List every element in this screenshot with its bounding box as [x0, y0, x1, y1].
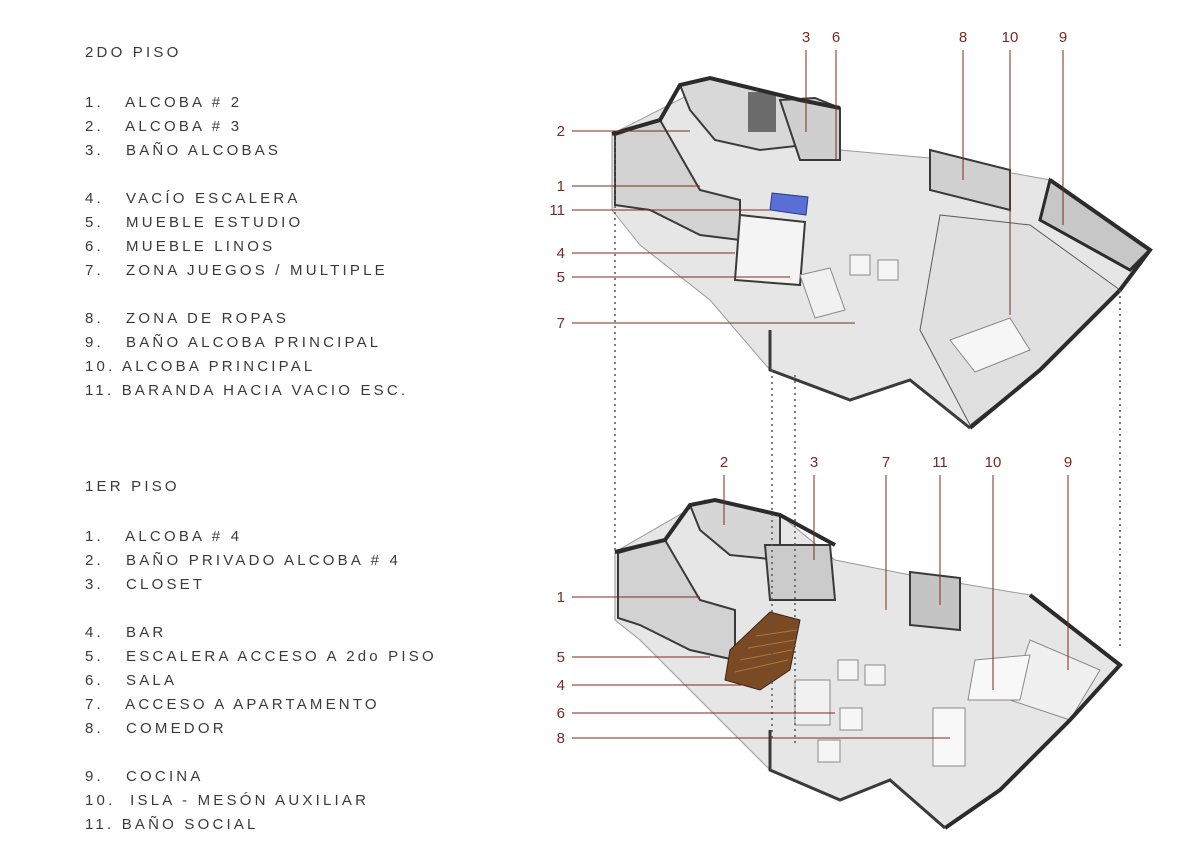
closet-block	[763, 544, 837, 601]
outer-wall-bottom-front	[768, 730, 946, 830]
baranda-railing	[769, 192, 809, 216]
callout-number: 6	[832, 29, 840, 46]
callout-number: 9	[1059, 29, 1067, 46]
alignment-guides	[614, 140, 1121, 745]
legend-1er-piso: 1ER PISO 1. ALCOBA # 4 2. BAÑO PRIVADO ALC…	[85, 478, 437, 840]
outer-wall-bottom-right	[943, 593, 1123, 830]
armchair-a	[837, 659, 859, 681]
outer-wall-front	[768, 330, 971, 430]
callout-number: 4	[557, 245, 565, 262]
legend-1er-item: 1. ALCOBA # 4	[85, 528, 243, 545]
bano-social-block	[909, 570, 961, 632]
callout-number: 8	[557, 730, 565, 747]
callout-number: 3	[810, 454, 818, 471]
legend-2do-item: 1. ALCOBA # 2	[85, 94, 243, 111]
callout-number: 4	[557, 677, 565, 694]
callout-number: 7	[882, 454, 890, 471]
legend-2do-item: 6. MUEBLE LINOS	[85, 238, 276, 255]
legend-2do-item: 10. ALCOBA PRINCIPAL	[85, 358, 316, 375]
legend-1er-item: 6. SALA	[85, 672, 178, 689]
legend-1er-heading: 1ER PISO	[85, 478, 180, 495]
legend-2do-item: 4. VACÍO ESCALERA	[85, 190, 301, 207]
stair-treads	[734, 629, 798, 673]
legend-2do-item: 5. MUEBLE ESTUDIO	[85, 214, 304, 231]
callout-number: 5	[557, 649, 565, 666]
callout-number: 5	[557, 269, 565, 286]
outer-wall-top	[611, 75, 841, 136]
callout-number: 10	[985, 454, 1002, 471]
callout-number: 11	[549, 202, 565, 219]
legend-1er-item: 7. ACCESO A APARTAMENTO	[85, 696, 380, 713]
legend-2do-item: 9. BAÑO ALCOBA PRINCIPAL	[85, 334, 382, 351]
callout-number: 7	[557, 315, 565, 332]
callout-number: 3	[802, 29, 810, 46]
zona-juegos-furniture	[799, 267, 846, 319]
legend-2do-item: 3. BAÑO ALCOBAS	[85, 142, 282, 159]
plan-2do-piso	[611, 75, 1153, 430]
legend-1er-item: 10. ISLA - MESÓN AUXILIAR	[85, 792, 370, 809]
chair-a	[849, 254, 871, 276]
chair-b	[877, 259, 899, 281]
legend-1er-item: 3. CLOSET	[85, 576, 206, 593]
dining-table	[932, 707, 966, 767]
callout-number: 2	[720, 454, 728, 471]
coffee-table	[839, 707, 863, 731]
callout-number: 9	[1064, 454, 1072, 471]
legend-1er-item: 11. BAÑO SOCIAL	[85, 816, 259, 833]
callout-number: 2	[557, 123, 565, 140]
callout-number: 11	[932, 454, 948, 471]
armchair-c	[817, 739, 841, 763]
outer-wall-bottom-top	[614, 497, 836, 554]
legend-2do-item: 2. ALCOBA # 3	[85, 118, 243, 135]
callout-number: 1	[557, 589, 565, 606]
legend-1er-item: 5. ESCALERA ACCESO A 2do PISO	[85, 648, 437, 665]
callout-number: 8	[959, 29, 967, 46]
callout-number: 10	[1002, 29, 1019, 46]
sofa	[794, 679, 831, 726]
legend-1er-item: 4. BAR	[85, 624, 167, 641]
legend-2do-piso: 2DO PISO 1. ALCOBA # 2 2. ALCOBA # 3 3. BAÑ…	[85, 44, 408, 406]
legend-1er-item: 2. BAÑO PRIVADO ALCOBA # 4	[85, 552, 402, 569]
legend-2do-item: 7. ZONA JUEGOS / MULTIPLE	[85, 262, 388, 279]
plan-1er-piso	[614, 497, 1123, 830]
bed	[949, 317, 1031, 373]
callout-number: 6	[557, 705, 565, 722]
bano-alcobas-block	[778, 96, 841, 161]
legend-1er-item: 9. COCINA	[85, 768, 204, 785]
isla-meson	[967, 654, 1031, 701]
legend-1er-item: 8. COMEDOR	[85, 720, 227, 737]
legend-2do-item: 11. BARANDA HACIA VACIO ESC.	[85, 382, 409, 399]
alcoba-3-window	[748, 92, 776, 132]
armchair-b	[864, 664, 886, 686]
legend-2do-heading: 2DO PISO	[85, 44, 182, 61]
legend-2do-item: 8. ZONA DE ROPAS	[85, 310, 290, 327]
callout-number: 1	[557, 178, 565, 195]
vacio-escalera	[733, 213, 807, 287]
